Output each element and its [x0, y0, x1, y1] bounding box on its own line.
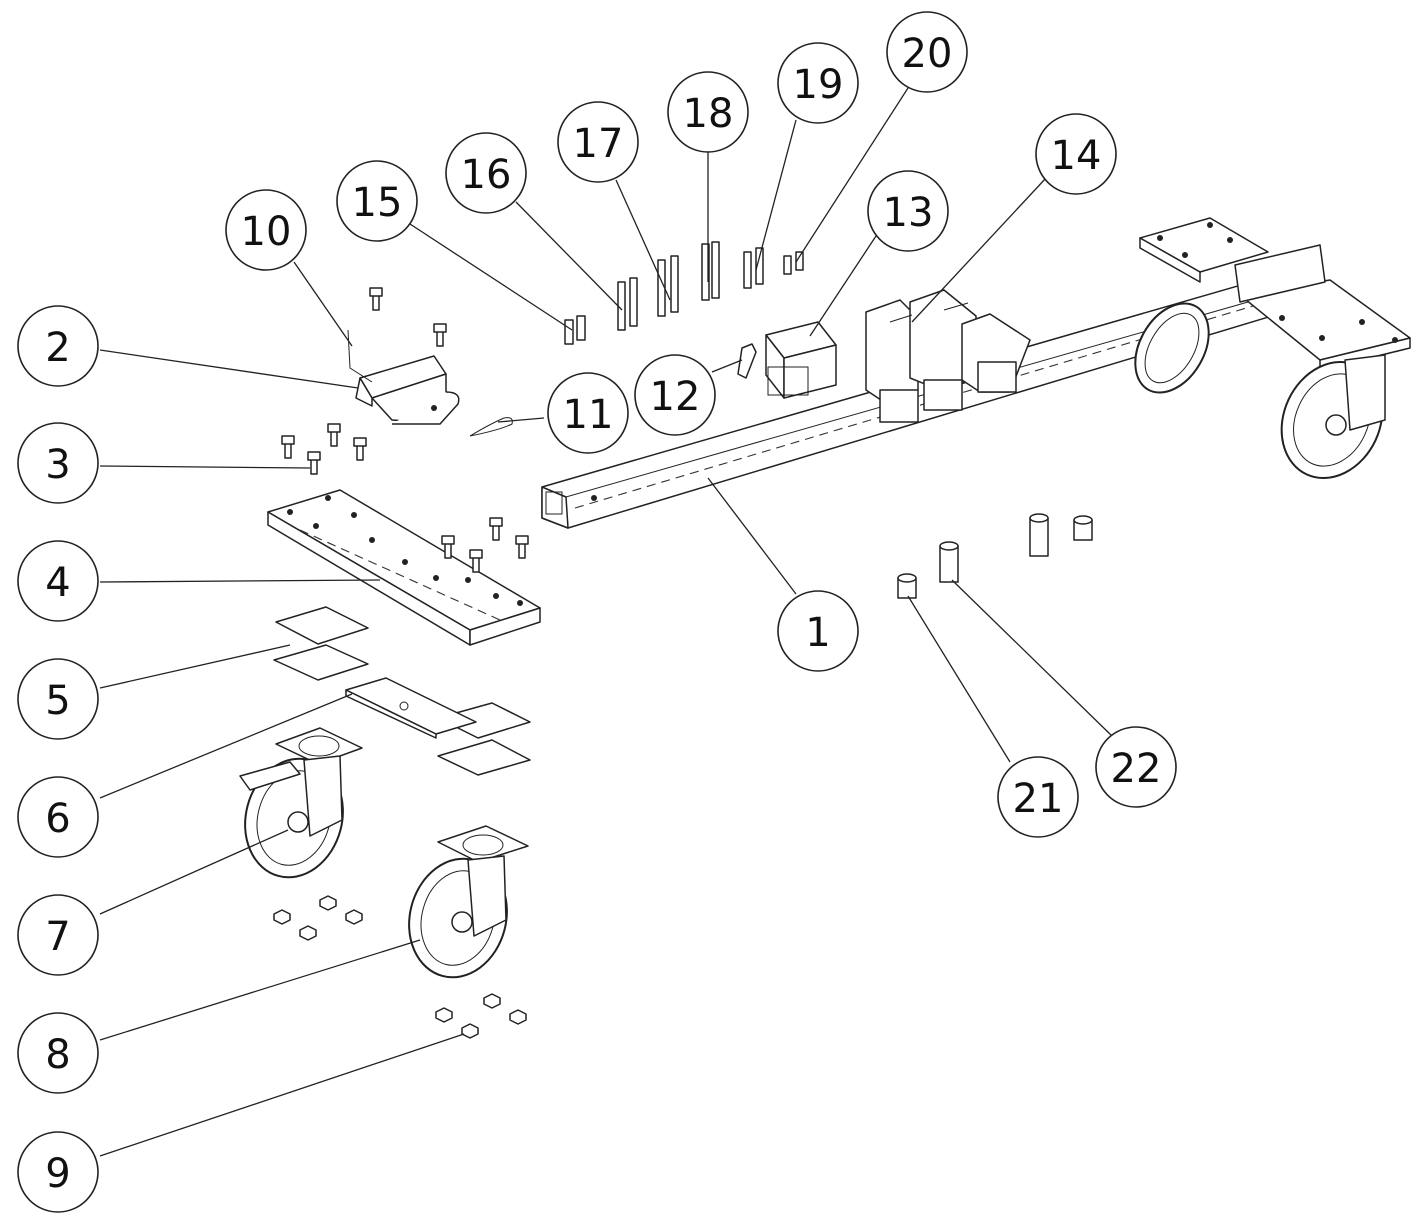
svg-text:6: 6 [45, 796, 70, 842]
part-2-hitch-bracket [347, 329, 460, 425]
balloon-6: 6 [17, 776, 99, 858]
balloon-15: 15 [336, 160, 418, 242]
leader-5 [99, 644, 291, 689]
svg-text:1: 1 [805, 610, 830, 656]
balloon-8: 8 [17, 1012, 99, 1094]
svg-text:2: 2 [45, 325, 70, 371]
svg-text:20: 20 [902, 31, 953, 77]
svg-text:9: 9 [45, 1151, 70, 1197]
leader-4 [99, 579, 381, 583]
part-7-braked-caster [239, 727, 363, 879]
part-14-bracket-set [865, 289, 1031, 423]
part-4-base-plate [267, 489, 541, 646]
leader-3 [99, 465, 311, 469]
leader-22 [951, 579, 1113, 737]
svg-text:22: 22 [1111, 746, 1162, 792]
leader-1 [707, 477, 797, 595]
svg-text:15: 15 [352, 180, 403, 226]
svg-text:17: 17 [573, 121, 624, 167]
svg-text:19: 19 [793, 62, 844, 108]
leader-7 [99, 829, 289, 915]
svg-text:13: 13 [883, 190, 934, 236]
balloon-13: 13 [867, 170, 949, 252]
svg-text:7: 7 [45, 914, 70, 960]
balloon-17: 17 [557, 101, 639, 183]
leader-19 [755, 119, 797, 271]
leader-13 [809, 235, 877, 337]
part-6-plate [345, 677, 477, 739]
balloon-5: 5 [17, 658, 99, 740]
svg-text:8: 8 [45, 1032, 70, 1078]
balloon-4: 4 [17, 540, 99, 622]
part-13-bracket [765, 321, 837, 399]
balloon-12: 12 [634, 354, 716, 436]
svg-text:16: 16 [461, 152, 512, 198]
svg-text:12: 12 [650, 374, 701, 420]
leader-15 [409, 223, 573, 331]
balloon-20: 20 [886, 11, 968, 93]
part-8-swivel-caster [408, 825, 529, 979]
svg-text:14: 14 [1051, 133, 1102, 179]
leader-14 [911, 177, 1047, 323]
balloon-18: 18 [667, 71, 749, 153]
svg-text:10: 10 [241, 209, 292, 255]
svg-text:21: 21 [1013, 776, 1064, 822]
balloon-3: 3 [17, 422, 99, 504]
balloon-2: 2 [17, 305, 99, 387]
svg-text:18: 18 [683, 91, 734, 137]
leader-9 [99, 1033, 465, 1157]
part-15-20-bolts [564, 241, 804, 345]
svg-text:11: 11 [563, 392, 614, 438]
svg-text:3: 3 [45, 442, 70, 488]
leader-6 [99, 693, 353, 799]
svg-text:5: 5 [45, 678, 70, 724]
leader-20 [795, 87, 909, 263]
balloon-14: 14 [1035, 113, 1117, 195]
leader-8 [99, 939, 421, 1041]
leader-21 [907, 595, 1011, 763]
leader-10 [293, 261, 353, 347]
balloon-19: 19 [777, 42, 859, 124]
balloon-9: 9 [17, 1131, 99, 1213]
leader-12 [711, 359, 743, 373]
part-11-r-clip [469, 417, 513, 437]
balloon-16: 16 [445, 132, 527, 214]
part-12-lever-pin [737, 343, 757, 379]
balloon-10: 10 [225, 189, 307, 271]
part-rear-frame [1134, 217, 1411, 480]
part-5-spacer-plates [273, 606, 531, 776]
balloon-21: 21 [997, 756, 1079, 838]
leader-lines [99, 87, 1113, 1157]
leader-11 [497, 417, 545, 423]
svg-text:4: 4 [45, 560, 70, 606]
balloon-22: 22 [1095, 726, 1177, 808]
part-21-22-spacers [897, 513, 1093, 599]
parts-drawing [239, 217, 1411, 1039]
balloon-7: 7 [17, 894, 99, 976]
item-balloons: 1 2 3 4 5 6 7 8 9 10 11 12 13 14 15 16 1… [17, 11, 1177, 1213]
balloon-1: 1 [777, 590, 859, 672]
balloon-11: 11 [547, 372, 629, 454]
leader-2 [99, 349, 359, 389]
leader-17 [615, 179, 671, 301]
part-9-nuts [273, 895, 527, 1039]
part-3-bolts [281, 287, 529, 573]
leader-16 [515, 201, 623, 311]
